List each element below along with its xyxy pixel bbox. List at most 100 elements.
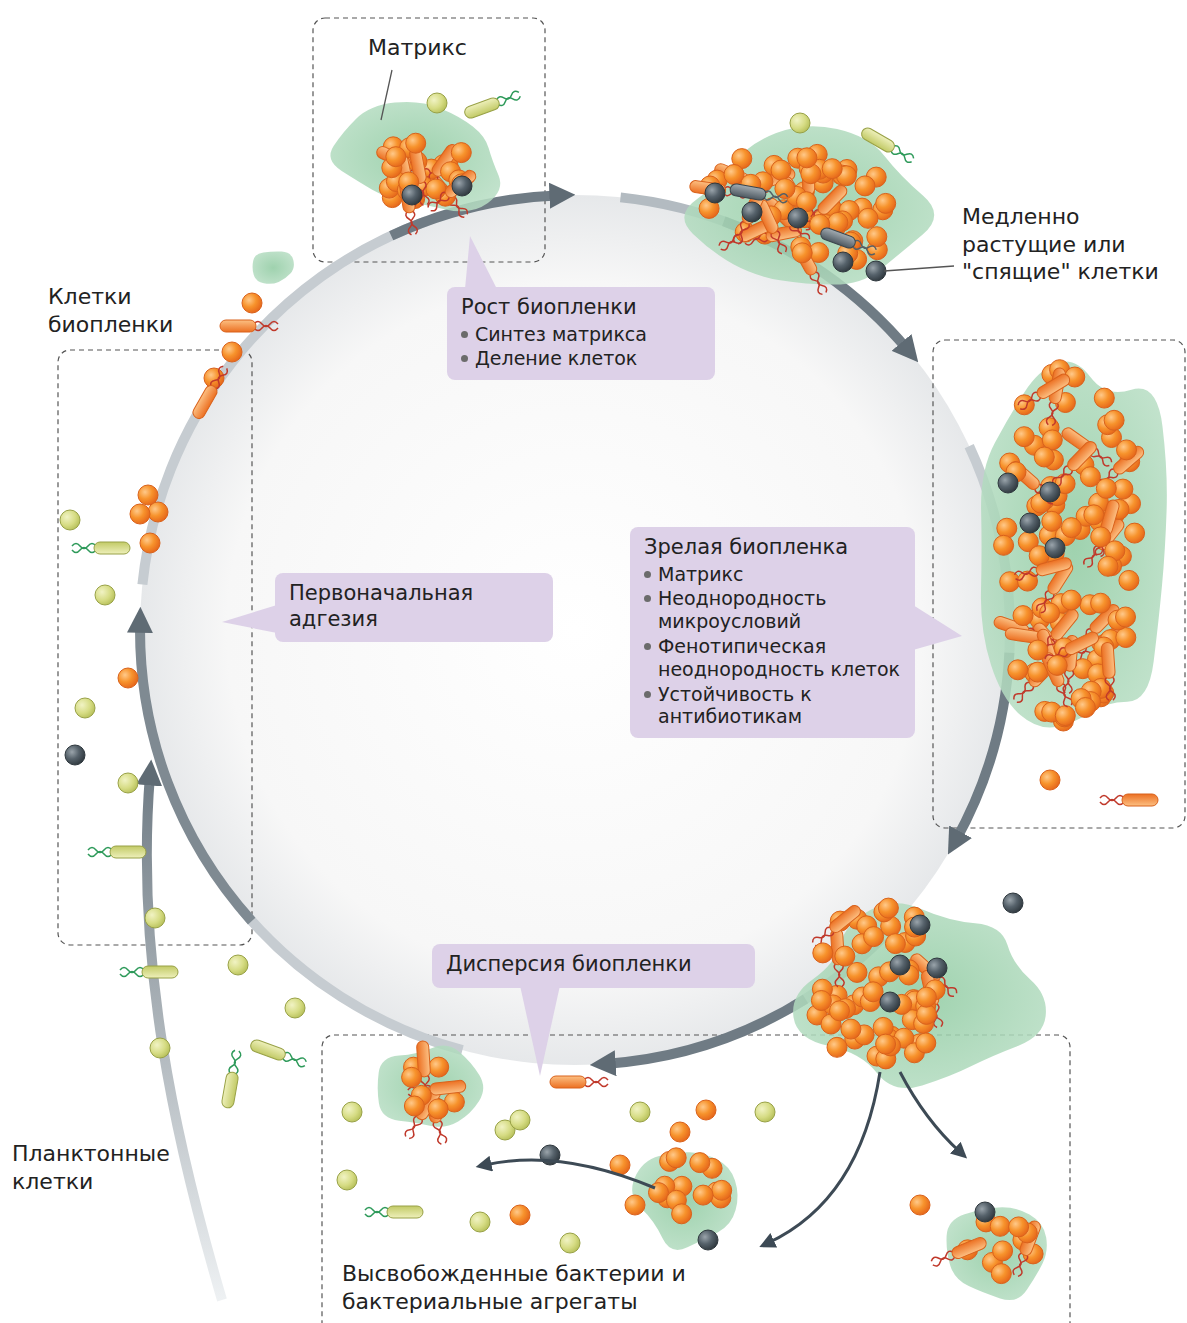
biofilm-cell xyxy=(1013,606,1033,626)
planktonic-cell xyxy=(95,585,115,605)
biofilm-cell xyxy=(916,987,936,1007)
bullet-item: Синтез матрикса xyxy=(461,323,701,346)
rod-body xyxy=(463,96,501,120)
bullet-item: Деление клеток xyxy=(461,347,701,370)
biofilm-cell xyxy=(991,1264,1011,1284)
flagellum xyxy=(930,1250,954,1264)
dormant-cell xyxy=(742,202,762,222)
rod-body xyxy=(1063,630,1101,657)
flagellum xyxy=(1046,401,1055,426)
planktonic-cell xyxy=(342,1102,362,1122)
biofilm-cell xyxy=(876,193,896,213)
planktonic-cell xyxy=(285,998,305,1018)
flagellum xyxy=(72,544,96,549)
callout-box: Первоначальная адгезия xyxy=(275,573,553,642)
bullet-item: Устойчивость к антибиотикам xyxy=(644,683,901,729)
flagellum xyxy=(1050,401,1059,426)
biofilm-cell xyxy=(451,143,471,163)
biofilm-cell xyxy=(1104,410,1124,430)
biofilm-cell xyxy=(878,898,898,918)
biofilm-cell xyxy=(426,179,446,199)
biofilm-cell xyxy=(510,1205,530,1225)
callout-pointer xyxy=(913,605,962,650)
planktonic-cell xyxy=(755,1102,775,1122)
callout-pointer xyxy=(465,236,497,289)
rod-body xyxy=(1035,556,1073,577)
flagellum xyxy=(1100,796,1124,801)
flagellum xyxy=(254,326,278,331)
flagellum xyxy=(407,1117,424,1140)
flagellum xyxy=(1056,684,1070,708)
dormant-cell xyxy=(975,1202,995,1222)
biofilm-cell xyxy=(994,535,1014,555)
matrix-blob xyxy=(793,903,1046,1088)
entry-arrow xyxy=(147,775,222,1300)
matrix-blob xyxy=(253,252,294,284)
flagellum xyxy=(764,190,789,199)
rod-cell xyxy=(930,1236,988,1269)
dispersal-arrow xyxy=(768,1072,880,1243)
biofilm-cell xyxy=(1055,706,1075,726)
rod-body xyxy=(94,542,130,554)
dormant-cell xyxy=(998,473,1018,493)
dormant-cell xyxy=(866,261,886,281)
rod-body xyxy=(550,1076,586,1088)
biofilm-cell xyxy=(1047,655,1067,675)
planktonic-cell xyxy=(337,1170,357,1190)
biofilm-cell xyxy=(993,1241,1013,1261)
rod-body xyxy=(859,126,896,154)
rod-cell xyxy=(426,168,479,214)
stage-heading: Первоначальная адгезия xyxy=(289,581,539,632)
dashed-frame xyxy=(933,340,1185,828)
flagellum xyxy=(892,144,915,160)
biofilm-cell xyxy=(130,504,150,524)
callout-pointer xyxy=(520,986,560,1076)
rod-body xyxy=(429,1080,466,1096)
cycle-arc xyxy=(242,910,463,1051)
annotation-label: Медленно растущие или "спящие" клетки xyxy=(962,203,1177,286)
biofilm-cell xyxy=(771,160,791,180)
biofilm-cell xyxy=(864,927,884,947)
flagellum xyxy=(1017,391,1040,408)
biofilm-cell xyxy=(222,342,242,362)
flagellum xyxy=(405,211,414,235)
planktonic-cell xyxy=(470,1212,490,1232)
matrix-blob xyxy=(947,1207,1047,1300)
biofilm-cell xyxy=(1061,590,1081,610)
rod-cell xyxy=(859,126,915,165)
callout-box: Рост биопленкиСинтез матриксаДеление кле… xyxy=(447,287,715,380)
flagellum xyxy=(1067,669,1074,693)
flagellum xyxy=(763,194,788,203)
cycle-arc xyxy=(140,622,252,921)
rod-cell xyxy=(220,320,278,332)
biofilm-cell xyxy=(822,159,842,179)
biofilm-cell xyxy=(1096,478,1116,498)
biofilm-cell xyxy=(242,293,262,313)
rod-body xyxy=(729,183,767,201)
flagellum xyxy=(1038,591,1055,614)
biofilm-cell xyxy=(1091,593,1111,613)
biofilm-cell xyxy=(858,208,878,228)
bullet-item: Неоднородность микроусловий xyxy=(644,587,901,633)
rod-cell xyxy=(249,1038,308,1069)
rod-cell xyxy=(1100,794,1158,806)
bullet-item: Матрикс xyxy=(644,563,901,586)
callout-pointer xyxy=(222,605,277,633)
rod-cell xyxy=(365,1206,423,1218)
biofilm-cell xyxy=(1116,607,1136,627)
flagellum xyxy=(232,1051,241,1076)
flagellum xyxy=(120,968,144,973)
biofilm-cell xyxy=(1119,570,1139,590)
matrix-blob xyxy=(981,361,1167,727)
dormant-cell xyxy=(705,183,725,203)
biofilm-cell xyxy=(712,1180,732,1200)
dormant-cell xyxy=(910,915,930,935)
biofilm-cell xyxy=(404,1096,424,1116)
rod-cell xyxy=(819,226,878,257)
planktonic-cell xyxy=(560,1233,580,1253)
planktonic-cell xyxy=(510,1110,530,1130)
flagellum xyxy=(88,848,112,853)
flagellum xyxy=(432,1120,443,1144)
rod-body xyxy=(110,846,146,858)
